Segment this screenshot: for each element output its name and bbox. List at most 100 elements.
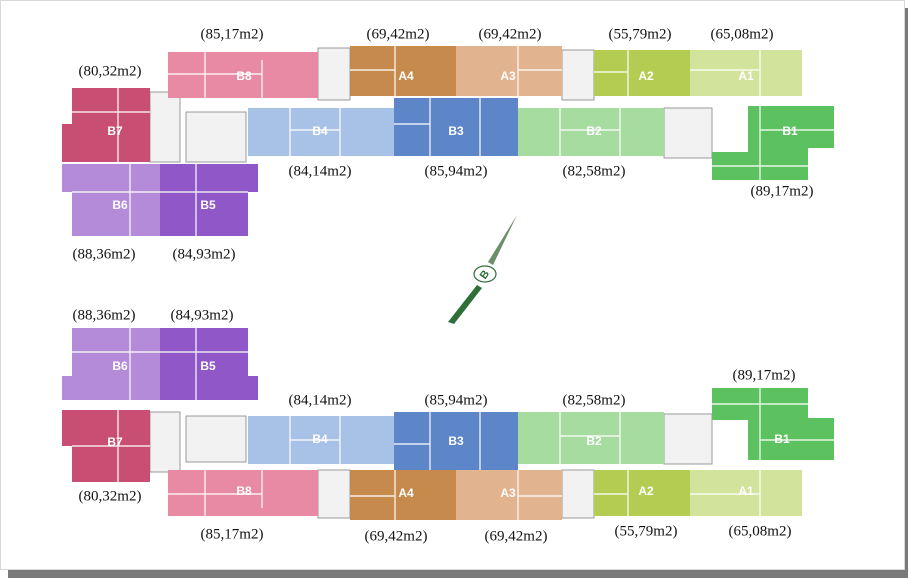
elevator-core <box>561 49 595 101</box>
unit-a1-shape <box>690 50 802 96</box>
unit-b3-shape <box>394 412 518 470</box>
unit-b3-code: B3 <box>448 434 464 448</box>
unit-b4-code: B4 <box>312 432 328 446</box>
unit-walls <box>72 88 150 162</box>
unit-b1-shape <box>712 388 834 460</box>
unit-a4-shape <box>350 46 456 96</box>
unit-a2: A2 <box>594 50 690 96</box>
unit-walls <box>712 106 834 180</box>
unit-a2-shape <box>594 470 690 516</box>
area-label-b3: (85,94m2) <box>425 163 488 179</box>
unit-walls <box>72 328 160 400</box>
area-label-a2: (55,79m2) <box>615 523 678 539</box>
unit-b6-code: B6 <box>112 198 128 212</box>
unit-b8: B8 <box>168 470 318 516</box>
area-label-b3: (85,94m2) <box>425 392 488 408</box>
area-label-b5: (84,93m2) <box>171 307 234 323</box>
unit-walls <box>517 46 562 96</box>
unit-walls <box>160 328 248 400</box>
unit-b3-code: B3 <box>448 124 464 138</box>
unit-a1-code: A1 <box>738 484 754 498</box>
unit-walls <box>594 470 629 516</box>
unit-a2-code: A2 <box>638 484 654 498</box>
unit-b2-shape <box>518 412 664 464</box>
unit-a1-code: A1 <box>738 69 754 83</box>
corridor <box>149 91 181 163</box>
stair-core <box>663 413 713 465</box>
unit-a3: A3 <box>456 46 562 96</box>
unit-walls <box>168 52 263 98</box>
area-label-b4: (84,14m2) <box>289 163 352 179</box>
unit-b5: B5 <box>160 164 258 236</box>
unit-a3-shape <box>456 470 562 520</box>
unit-b2-code: B2 <box>586 124 602 138</box>
unit-b2: B2 <box>518 108 664 156</box>
unit-walls <box>160 164 248 236</box>
unit-b6-shape <box>62 328 160 400</box>
unit-b7: B7 <box>62 88 150 162</box>
unit-a4: A4 <box>350 46 456 96</box>
unit-b8-shape <box>168 470 318 516</box>
unit-walls <box>559 412 621 464</box>
unit-b5-shape <box>160 328 258 400</box>
unit-b3: B3 <box>394 412 518 470</box>
unit-a1: A1 <box>690 50 802 96</box>
elevator-core <box>317 47 351 101</box>
area-label-a3: (69,42m2) <box>485 528 548 544</box>
area-label-b7: (80,32m2) <box>79 63 142 79</box>
unit-b8-code: B8 <box>236 484 252 498</box>
unit-b4-shape <box>248 108 394 156</box>
floor-plan: B8 A4 A3 A2 A1 B7 B4 <box>62 26 834 544</box>
north-arrow-tip <box>488 215 517 265</box>
unit-a1-shape <box>690 470 802 516</box>
area-label-b1: (89,17m2) <box>733 367 796 383</box>
area-label-b6: (88,36m2) <box>73 246 136 262</box>
unit-walls <box>168 470 263 516</box>
unit-b7-code: B7 <box>107 124 123 138</box>
unit-b2-shape <box>518 108 664 156</box>
stair-core <box>185 111 247 163</box>
stair-core <box>185 415 247 463</box>
unit-a1: A1 <box>690 470 802 516</box>
area-label-a2: (55,79m2) <box>609 26 672 42</box>
unit-walls <box>690 50 761 96</box>
unit-walls <box>72 164 160 236</box>
frame-shadow-bottom <box>8 570 908 578</box>
unit-walls <box>350 470 396 520</box>
unit-b4: B4 <box>248 416 394 464</box>
unit-b5-code: B5 <box>200 359 216 373</box>
north-arrow-tail <box>448 285 482 324</box>
area-label-b8: (85,17m2) <box>201 26 264 42</box>
unit-b3-shape <box>394 98 518 156</box>
unit-walls <box>394 412 481 470</box>
corridor <box>149 411 181 473</box>
unit-a2-shape <box>594 50 690 96</box>
unit-walls <box>350 46 396 96</box>
unit-a3-code: A3 <box>500 69 516 83</box>
unit-b5-shape <box>160 164 258 236</box>
unit-b1-code: B1 <box>774 432 790 446</box>
area-label-b5: (84,93m2) <box>173 246 236 262</box>
unit-b6-code: B6 <box>112 359 128 373</box>
unit-b7: B7 <box>62 410 150 482</box>
unit-b3: B3 <box>394 98 518 156</box>
unit-b6: B6 <box>62 328 160 400</box>
area-label-b1: (89,17m2) <box>751 183 814 199</box>
north-arrow: B <box>448 215 517 324</box>
unit-b7-code: B7 <box>107 435 123 449</box>
unit-a4-code: A4 <box>398 486 414 500</box>
unit-a3-code: A3 <box>500 486 516 500</box>
elevator-core <box>317 469 351 519</box>
unit-a3: A3 <box>456 470 562 520</box>
unit-walls <box>72 410 150 482</box>
area-label-a1: (65,08m2) <box>711 26 774 42</box>
unit-b2: B2 <box>518 412 664 464</box>
unit-b1: B1 <box>712 388 834 460</box>
unit-a3-shape <box>456 46 562 96</box>
unit-b5: B5 <box>160 328 258 400</box>
unit-b8: B8 <box>168 52 318 98</box>
bottom-block: B6 B5 B7 B4 B3 B2 B1 <box>62 307 834 544</box>
area-label-b4: (84,14m2) <box>289 392 352 408</box>
unit-walls <box>690 470 761 516</box>
unit-b1: B1 <box>712 106 834 180</box>
